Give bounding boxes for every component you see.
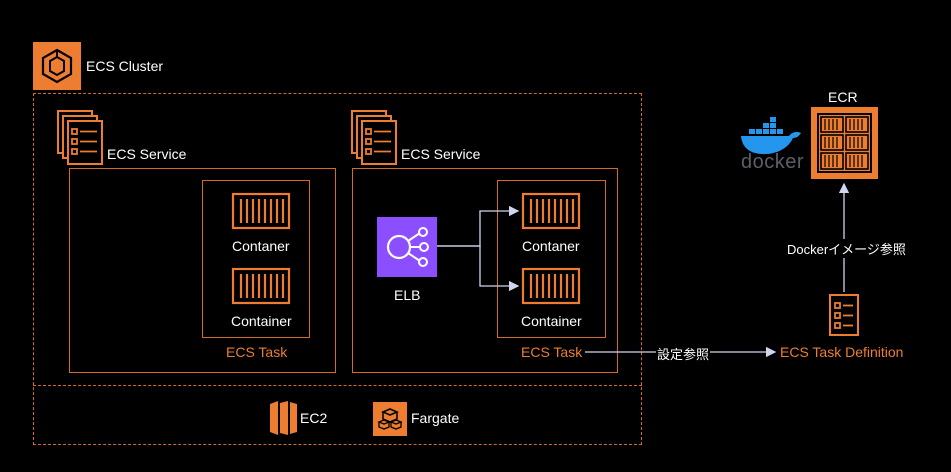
- ecs-service-label: ECS Service: [107, 146, 187, 162]
- task-definition-icon: [829, 294, 859, 336]
- docker-logo-text: docker: [741, 151, 805, 173]
- container-label: Container: [521, 313, 582, 329]
- image-ref-edge-label: Dockerイメージ参照: [786, 239, 907, 258]
- ecs-task-box: [202, 180, 310, 338]
- container-label: Contaner: [522, 238, 580, 254]
- ecs-service-box: [352, 168, 618, 373]
- ec2-label: EC2: [300, 410, 328, 426]
- elb-arrow-bottom: [437, 245, 520, 292]
- container-icon: [521, 192, 581, 230]
- container-icon: [521, 267, 581, 305]
- elb-label: ELB: [394, 287, 421, 303]
- ecr-icon: [811, 107, 878, 179]
- fargate-label: Fargate: [411, 410, 460, 426]
- ecs-cluster-boundary: [33, 93, 642, 445]
- container-icon: [231, 267, 291, 305]
- container-icon: [231, 192, 291, 230]
- ecr-label: ECR: [828, 89, 858, 105]
- docker-whale-icon: [741, 117, 801, 155]
- ecs-task-label: ECS Task: [521, 344, 583, 360]
- container-label: Contaner: [232, 238, 290, 254]
- ecs-service-label: ECS Service: [401, 146, 481, 162]
- config-ref-edge-label: 設定参照: [656, 344, 711, 363]
- ecs-task-label: ECS Task: [226, 344, 288, 360]
- elb-arrow-top: [437, 205, 520, 247]
- ec2-icon: [270, 401, 297, 435]
- ecs-task-box: [497, 180, 606, 338]
- capacity-divider: [33, 385, 642, 386]
- ecs-service-icon: [57, 110, 103, 165]
- task-definition-label: ECS Task Definition: [780, 344, 904, 360]
- ecs-service-icon: [351, 110, 397, 165]
- cluster-label: ECS Cluster: [86, 58, 164, 74]
- fargate-icon: [373, 402, 407, 436]
- elb-icon: [377, 217, 437, 277]
- ecs-service-box: [69, 168, 336, 373]
- container-label: Container: [231, 313, 292, 329]
- ecs-cluster-icon: [33, 42, 81, 90]
